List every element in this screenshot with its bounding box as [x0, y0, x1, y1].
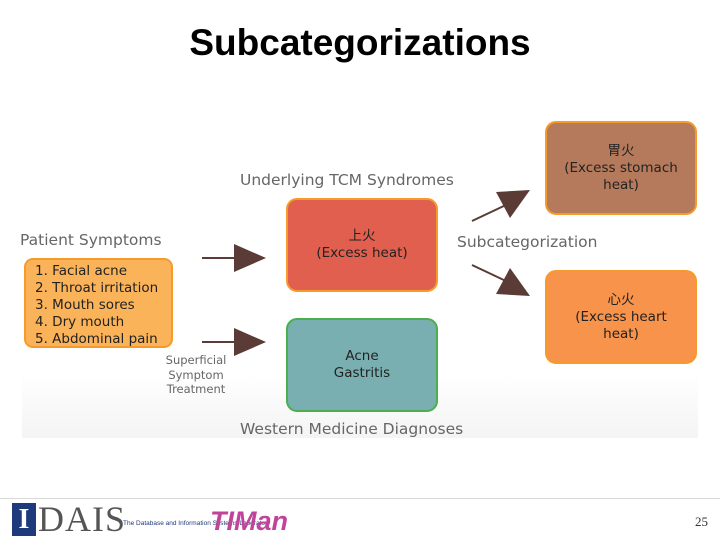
stomach-heat-english-2: heat)	[603, 176, 639, 193]
heart-heat-english-1: (Excess heart	[575, 308, 667, 325]
heart-heat-chinese: 心火	[607, 291, 635, 308]
heart-heat-box: 心火 (Excess heart heat)	[545, 270, 697, 364]
slide-title: Subcategorizations	[189, 22, 531, 63]
excess-heat-box: 上火 (Excess heat)	[286, 198, 438, 292]
western-diagnosis-box: Acne Gastritis	[286, 318, 438, 412]
arrow-symptoms-to-western	[202, 328, 266, 356]
arrow-to-heart-heat	[471, 264, 530, 296]
timan-logo: TIMan	[210, 506, 288, 536]
dais-logo-subtitle: The Database and Information Systems Lab…	[123, 520, 271, 527]
symptom-item: 1. Facial acne	[35, 263, 128, 279]
western-diagnosis-line1: Acne	[345, 348, 379, 364]
stomach-heat-english-1: (Excess stomach	[564, 159, 678, 176]
superficial-treatment-label: Superficial Symptom Treatment	[164, 353, 228, 397]
arrow-symptoms-to-tcm	[202, 244, 266, 272]
superficial-line3: Treatment	[166, 382, 226, 396]
superficial-line1: Superficial	[165, 353, 227, 367]
stomach-heat-chinese: 胃火	[607, 142, 635, 159]
excess-heat-english: (Excess heat)	[316, 245, 408, 261]
page-number: 25	[695, 514, 708, 529]
dais-logo: DAIS	[38, 499, 127, 539]
footer-divider	[0, 498, 720, 499]
western-diagnosis-line2: Gastritis	[333, 365, 391, 381]
heart-heat-english-2: heat)	[603, 325, 639, 342]
arrow-to-stomach-heat	[471, 190, 530, 222]
symptom-item: 5. Abdominal pain	[35, 331, 158, 347]
symptom-item: 3. Mouth sores	[35, 297, 135, 313]
excess-heat-chinese: 上火	[348, 228, 376, 244]
stomach-heat-box: 胃火 (Excess stomach heat)	[545, 121, 697, 215]
illinois-logo-icon: I	[12, 503, 36, 536]
symptoms-box: 1. Facial acne 2. Throat irritation 3. M…	[24, 258, 173, 348]
patient-symptoms-label: Patient Symptoms	[20, 231, 162, 249]
underlying-tcm-label: Underlying TCM Syndromes	[240, 171, 454, 189]
symptoms-list: 1. Facial acne 2. Throat irritation 3. M…	[35, 263, 171, 348]
symptom-item: 2. Throat irritation	[35, 280, 159, 296]
superficial-line2: Symptom	[168, 367, 224, 382]
subcategorization-label: Subcategorization	[457, 233, 598, 251]
symptom-item: 4. Dry mouth	[35, 314, 125, 330]
western-diagnoses-label: Western Medicine Diagnoses	[240, 420, 464, 438]
